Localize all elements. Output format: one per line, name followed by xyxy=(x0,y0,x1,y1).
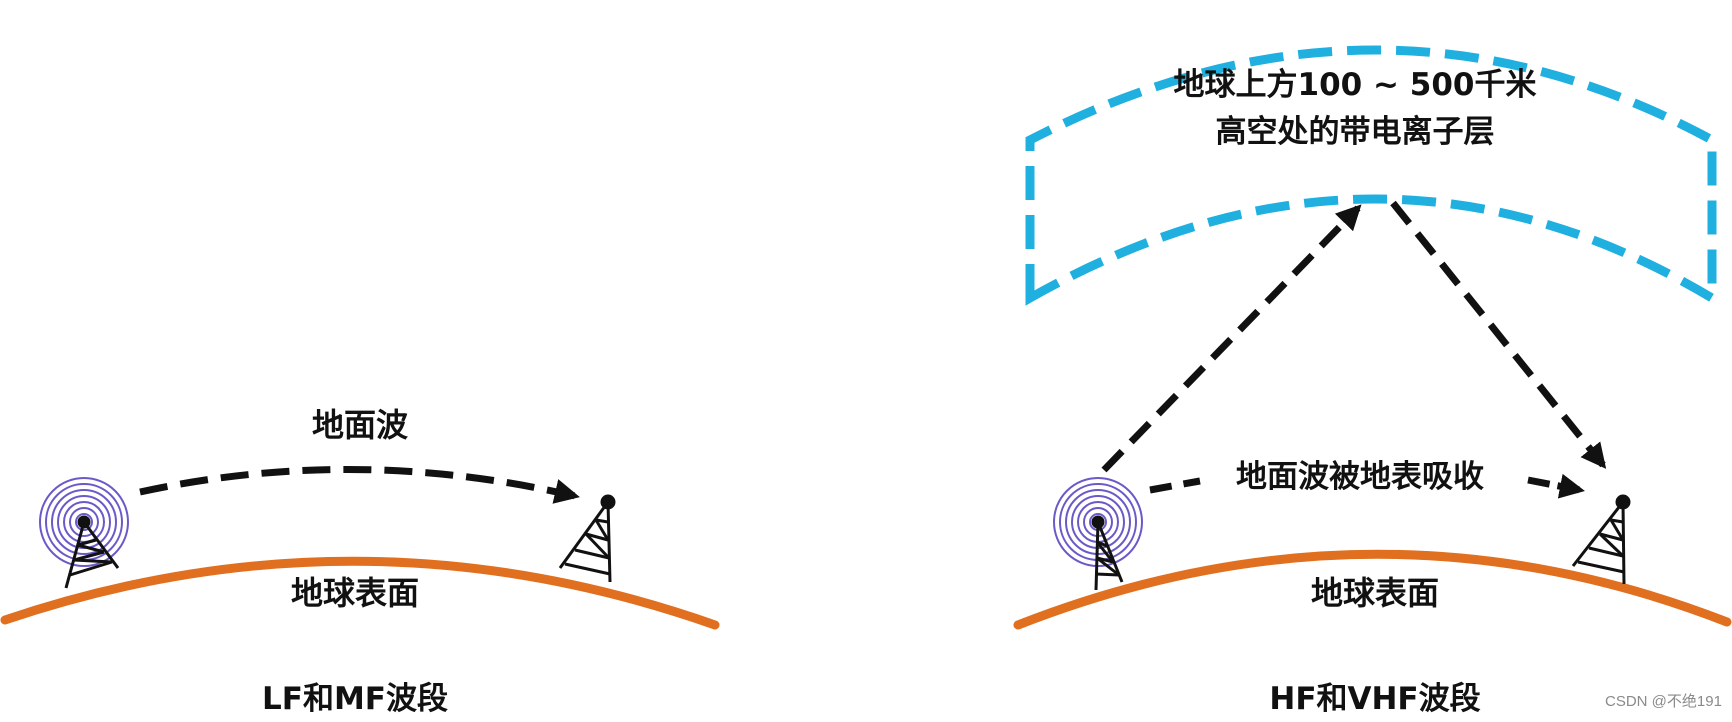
left-earth-surface xyxy=(0,556,720,630)
left-receiver-tower-icon xyxy=(558,494,616,583)
watermark-text: CSDN @不绝191 xyxy=(1605,693,1722,710)
left-panel xyxy=(0,466,720,630)
left-surface-label: 地球表面 xyxy=(290,574,419,612)
right-wave-label: 地面波被地表吸收 xyxy=(1236,459,1484,495)
right-earth-surface xyxy=(1013,549,1732,630)
right-ground-wave-start xyxy=(1149,477,1201,494)
ionosphere-layer xyxy=(1025,45,1717,306)
sky-wave-down-arrow xyxy=(1390,200,1607,469)
left-caption: LF和MF波段 xyxy=(262,681,448,717)
right-caption: HF和VHF波段 xyxy=(1269,681,1481,717)
left-wave-label: 地面波 xyxy=(311,406,408,444)
right-radio-tower-icon xyxy=(1091,515,1124,591)
ionosphere-label-line1: 地球上方100 ~ 500千米 xyxy=(1173,67,1537,103)
right-panel xyxy=(1013,45,1732,630)
left-ground-wave-arrow xyxy=(139,466,580,504)
right-receiver-tower-icon xyxy=(1571,494,1631,585)
right-ground-wave-end-arrow xyxy=(1527,473,1585,499)
ionosphere-label-line2: 高空处的带电离子层 xyxy=(1215,114,1495,150)
sky-wave-up-arrow xyxy=(1101,204,1362,473)
left-radio-tower-icon xyxy=(64,515,120,589)
right-surface-label: 地球表面 xyxy=(1310,574,1439,612)
